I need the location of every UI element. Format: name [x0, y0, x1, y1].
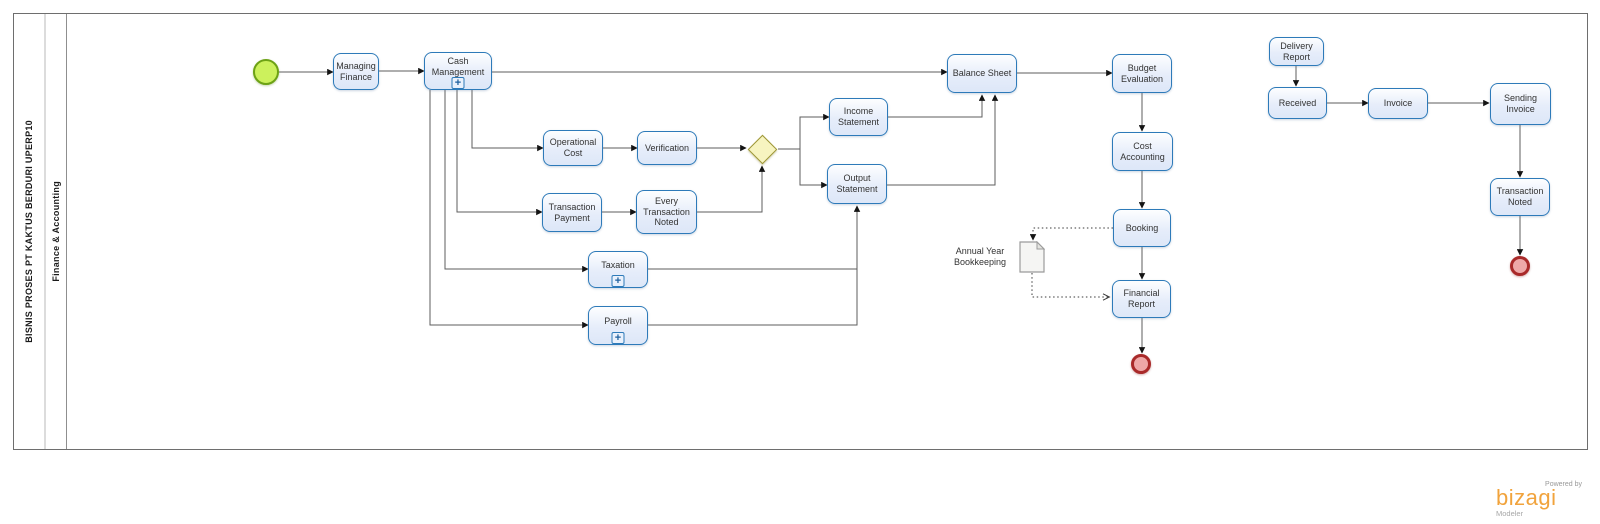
end-event-invoice[interactable] — [1510, 256, 1530, 276]
process-pool: BISNIS PROSES PT KAKTUS BERDURI UPERP10 … — [13, 13, 1588, 450]
task-transaction-payment-label: Transaction Payment — [548, 201, 596, 223]
data-object-annual-year-bookkeeping[interactable] — [1019, 241, 1045, 273]
task-received-label: Received — [1278, 97, 1317, 108]
task-operational-cost[interactable]: Operational Cost — [543, 130, 603, 166]
task-income-statement[interactable]: Income Statement — [829, 98, 888, 136]
task-every-transaction-noted[interactable]: Every Transaction Noted — [636, 190, 697, 234]
task-balance-sheet-label: Balance Sheet — [952, 68, 1012, 79]
subprocess-cash-management-label: Cash Management — [431, 56, 485, 77]
task-budget-evaluation-label: Budget Evaluation — [1120, 62, 1164, 84]
end-event-main[interactable] — [1131, 354, 1151, 374]
subprocess-plus-icon[interactable]: + — [451, 77, 465, 89]
subprocess-plus-icon[interactable]: + — [611, 275, 625, 287]
task-managing-finance[interactable]: Managing Finance — [333, 53, 379, 90]
document-icon — [1019, 241, 1045, 273]
task-invoice-label: Invoice — [1383, 98, 1413, 109]
task-delivery-report[interactable]: Delivery Report — [1269, 37, 1324, 66]
task-cost-accounting-label: Cost Accounting — [1120, 140, 1165, 162]
task-sending-invoice[interactable]: Sending Invoice — [1490, 83, 1551, 125]
powered-by-text: Powered by — [1545, 481, 1582, 488]
task-financial-report-label: Financial Report — [1123, 288, 1160, 309]
task-transaction-noted-label: Transaction Noted — [1496, 186, 1544, 207]
data-object-annual-year-bookkeeping-label: Annual Year Bookkeeping — [953, 246, 1007, 268]
lane-title: Finance & Accounting — [51, 181, 61, 282]
exclusive-gateway[interactable] — [747, 134, 777, 164]
task-received[interactable]: Received — [1268, 87, 1327, 119]
start-event[interactable] — [253, 59, 279, 85]
task-transaction-payment[interactable]: Transaction Payment — [542, 193, 602, 232]
task-output-statement-label: Output Statement — [836, 173, 878, 194]
task-delivery-report-label: Delivery Report — [1280, 40, 1313, 62]
subprocess-cash-management[interactable]: Cash Management+ — [424, 52, 492, 90]
task-sending-invoice-label: Sending Invoice — [1503, 93, 1538, 114]
task-budget-evaluation[interactable]: Budget Evaluation — [1112, 54, 1172, 93]
pool-title: BISNIS PROSES PT KAKTUS BERDURI UPERP10 — [24, 120, 34, 343]
subprocess-taxation-label: Taxation — [601, 260, 635, 271]
subprocess-taxation[interactable]: Taxation + — [588, 251, 648, 288]
bizagi-logo: Powered by bizagi Modeler — [1496, 481, 1582, 518]
subprocess-payroll[interactable]: Payroll + — [588, 306, 648, 345]
task-booking-label: Booking — [1125, 222, 1159, 233]
task-transaction-noted[interactable]: Transaction Noted — [1490, 178, 1550, 216]
task-every-transaction-noted-label: Every Transaction Noted — [643, 195, 690, 228]
subprocess-payroll-label: Payroll — [604, 316, 632, 327]
pool-title-band: BISNIS PROSES PT KAKTUS BERDURI UPERP10 — [14, 14, 46, 449]
task-verification-label: Verification — [644, 142, 690, 153]
task-balance-sheet[interactable]: Balance Sheet — [947, 54, 1017, 93]
gateway-diamond-icon — [747, 134, 777, 164]
task-booking[interactable]: Booking — [1113, 209, 1171, 247]
bizagi-product-text: Modeler — [1496, 509, 1524, 518]
task-cost-accounting[interactable]: Cost Accounting — [1112, 132, 1173, 171]
bizagi-brand-text: bizagi — [1496, 485, 1557, 510]
task-operational-cost-label: Operational Cost — [549, 137, 597, 158]
lane-title-band: Finance & Accounting — [46, 14, 67, 449]
task-verification[interactable]: Verification — [637, 131, 697, 165]
task-financial-report[interactable]: Financial Report — [1112, 280, 1171, 318]
subprocess-plus-icon[interactable]: + — [611, 332, 625, 344]
task-output-statement[interactable]: Output Statement — [827, 164, 887, 204]
task-invoice[interactable]: Invoice — [1368, 88, 1428, 119]
task-managing-finance-label: Managing Finance — [336, 60, 376, 82]
task-income-statement-label: Income Statement — [837, 106, 880, 127]
